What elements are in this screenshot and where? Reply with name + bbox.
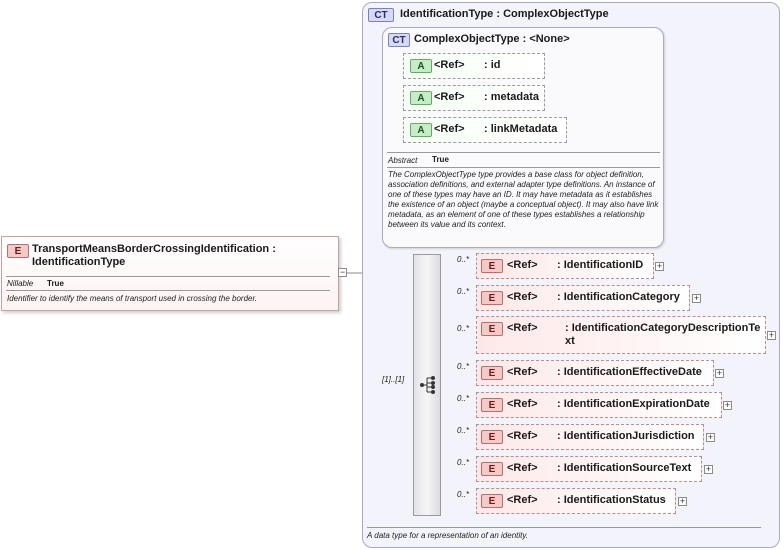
complex-type-icon: CT [368, 8, 394, 22]
identification-type-title: IdentificationType : ComplexObjectType [400, 8, 609, 20]
occurrence-label: 0..* [457, 362, 470, 371]
child-element-row[interactable] [476, 316, 766, 354]
element-tag-icon: E [481, 322, 503, 336]
expand-toggle[interactable]: + [715, 368, 724, 378]
sequence-icon [420, 376, 435, 394]
complex-type-icon: CT [388, 33, 410, 47]
element-tag-icon: E [7, 244, 29, 258]
child-element-row[interactable] [476, 488, 676, 514]
expand-toggle[interactable]: + [706, 432, 715, 442]
child-element-row[interactable] [476, 285, 690, 311]
collapse-toggle[interactable]: − [338, 267, 347, 277]
child-element-row[interactable] [476, 253, 654, 279]
element-tag-icon: E [481, 259, 503, 273]
attribute-ref: <Ref> [434, 59, 465, 71]
expand-toggle[interactable]: + [692, 293, 701, 303]
element-tag-icon: E [481, 462, 503, 476]
occurrence-label: 0..* [457, 394, 470, 403]
expand-toggle[interactable]: + [723, 400, 732, 410]
divider [367, 527, 761, 528]
child-element-row[interactable] [476, 424, 704, 450]
nillable-value: True [47, 279, 64, 288]
child-ref: <Ref> [507, 494, 538, 506]
expand-toggle[interactable]: + [678, 496, 687, 506]
child-element-row[interactable] [476, 456, 702, 482]
element-documentation: Identifier to identify the means of tran… [7, 294, 258, 303]
child-ref: <Ref> [507, 430, 538, 442]
child-name: : IdentificationJurisdiction [557, 430, 695, 442]
attribute-name: : linkMetadata [484, 123, 558, 135]
attribute-row[interactable] [403, 85, 545, 111]
element-tag-icon: E [481, 291, 503, 305]
child-ref: <Ref> [507, 322, 538, 334]
root-element-title: TransportMeansBorderCrossingIdentificati… [32, 243, 276, 268]
element-tag-icon: E [481, 430, 503, 444]
child-name: : IdentificationStatus [557, 494, 666, 506]
occurrence-label: 0..* [457, 287, 470, 296]
occurrence-label: 0..* [457, 255, 470, 264]
attribute-name: : metadata [484, 91, 540, 103]
divider [6, 290, 330, 291]
child-ref: <Ref> [507, 291, 538, 303]
element-tag-icon: E [481, 398, 503, 412]
child-name: : IdentificationEffectiveDate [557, 366, 702, 378]
child-name: : IdentificationCategoryDescriptionText [565, 322, 761, 347]
abstract-label: Abstract [388, 156, 418, 165]
attribute-ref: <Ref> [434, 123, 465, 135]
occurrence-label: 0..* [457, 490, 470, 499]
expand-toggle[interactable]: + [704, 464, 713, 474]
sequence-occurrence: [1]..[1] [382, 375, 405, 384]
child-element-row[interactable] [476, 392, 722, 418]
attribute-icon: A [410, 123, 432, 137]
complex-object-type-documentation: The ComplexObjectType type provides a ba… [388, 170, 659, 229]
child-element-row[interactable] [476, 360, 714, 386]
occurrence-label: 0..* [457, 426, 470, 435]
child-name: : IdentificationExpirationDate [557, 398, 710, 410]
child-name: : IdentificationID [557, 259, 644, 271]
expand-toggle[interactable]: + [655, 261, 664, 271]
child-ref: <Ref> [507, 366, 538, 378]
attribute-icon: A [410, 91, 432, 105]
attribute-name: : id [484, 59, 501, 71]
root-element-box[interactable] [1, 236, 339, 311]
divider [6, 276, 330, 277]
complex-object-type-title: ComplexObjectType : <None> [414, 33, 570, 45]
abstract-value: True [432, 155, 449, 164]
element-tag-icon: E [481, 366, 503, 380]
attribute-ref: <Ref> [434, 91, 465, 103]
child-ref: <Ref> [507, 462, 538, 474]
child-name: : IdentificationCategory [557, 291, 680, 303]
occurrence-label: 0..* [457, 324, 470, 333]
attribute-icon: A [410, 59, 432, 73]
nillable-label: Nillable [7, 279, 34, 288]
child-ref: <Ref> [507, 398, 538, 410]
identification-type-documentation: A data type for a representation of an i… [367, 531, 528, 540]
element-tag-icon: E [481, 494, 503, 508]
child-name: : IdentificationSourceText [557, 462, 692, 474]
divider [387, 167, 660, 168]
child-ref: <Ref> [507, 259, 538, 271]
expand-toggle[interactable]: + [767, 330, 776, 340]
divider [387, 152, 660, 153]
occurrence-label: 0..* [457, 458, 470, 467]
